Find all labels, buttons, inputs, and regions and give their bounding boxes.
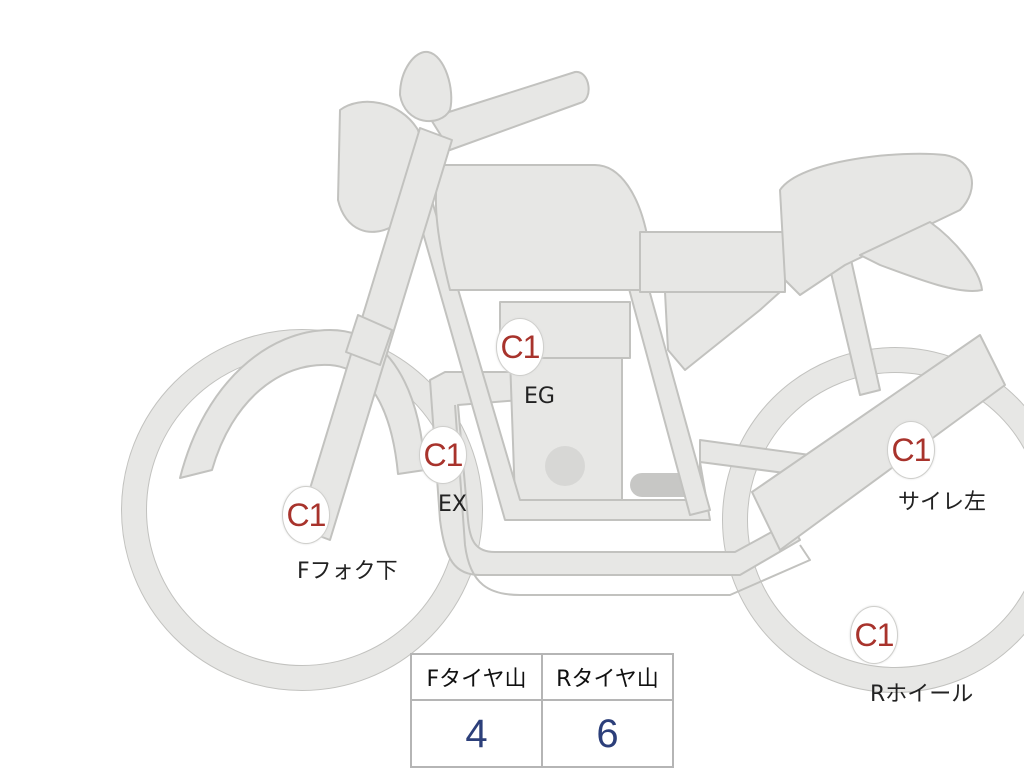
marker-label-ex: EX — [438, 492, 467, 517]
muffler — [751, 334, 1006, 551]
marker-label-eg: EG — [524, 384, 555, 409]
table-header-row: Fタイヤ山 Rタイヤ山 — [412, 655, 672, 701]
marker-muffler-left[interactable]: C1 — [887, 421, 935, 479]
marker-code: C1 — [496, 318, 544, 376]
marker-ex[interactable]: C1 — [419, 426, 467, 484]
marker-eg[interactable]: C1 — [496, 318, 544, 376]
mirror — [399, 50, 453, 123]
marker-label-front-fork: Fフォク下 — [297, 559, 398, 584]
marker-label-rear-wheel: Rホイール — [870, 682, 974, 707]
marker-rear-wheel[interactable]: C1 — [850, 606, 898, 664]
header-rear-tire: Rタイヤ山 — [543, 655, 672, 701]
header-front-tire: Fタイヤ山 — [412, 655, 543, 701]
tire-tread-table: Fタイヤ山 Rタイヤ山 4 6 — [410, 653, 674, 768]
marker-code: C1 — [419, 426, 467, 484]
marker-code: C1 — [282, 486, 330, 544]
marker-label-muffler-left: サイレ左 — [898, 490, 987, 515]
marker-code: C1 — [887, 421, 935, 479]
value-front-tire: 4 — [412, 701, 543, 768]
fuel-tank — [434, 164, 656, 291]
table-value-row: 4 6 — [412, 701, 672, 768]
marker-code: C1 — [850, 606, 898, 664]
tail-cowl — [859, 221, 983, 292]
seat — [779, 152, 973, 296]
value-rear-tire: 6 — [596, 712, 619, 756]
side-cover — [639, 231, 786, 293]
handlebar — [429, 71, 590, 151]
marker-front-fork[interactable]: C1 — [282, 486, 330, 544]
